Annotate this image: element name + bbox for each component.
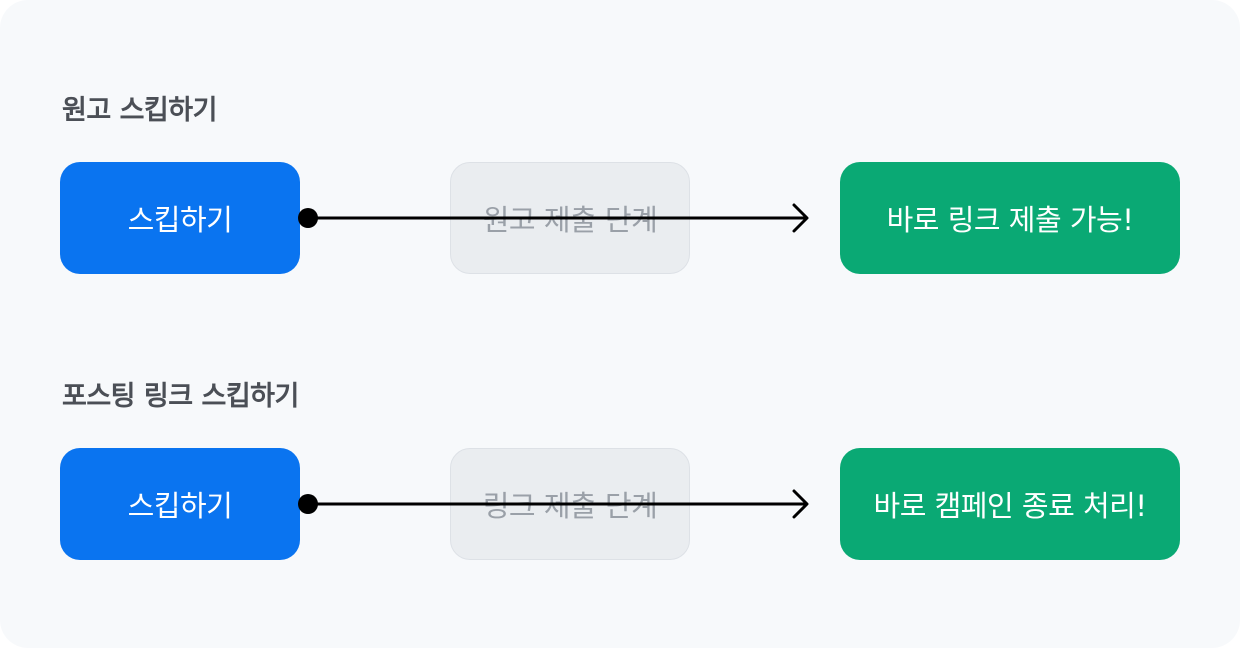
result-link-submit-available: 바로 링크 제출 가능!: [840, 162, 1180, 274]
arrow-head-icon: [792, 203, 809, 233]
result-label: 바로 링크 제출 가능!: [886, 203, 1134, 237]
skip-button-script[interactable]: 스킵하기: [60, 162, 300, 274]
result-campaign-end: 바로 캠페인 종료 처리!: [840, 448, 1180, 560]
section-title-link-skip: 포스팅 링크 스킵하기: [62, 381, 299, 412]
skipped-step-label: 원고 제출 단계: [482, 203, 658, 237]
skip-button-label: 스킵하기: [127, 203, 233, 237]
section-title-script-skip: 원고 스킵하기: [62, 95, 217, 126]
arrow-start-dot: [298, 494, 318, 514]
arrow-start-dot: [298, 208, 318, 228]
result-label: 바로 캠페인 종료 처리!: [873, 489, 1147, 523]
skipped-step-script-submission: 원고 제출 단계: [450, 162, 690, 274]
skip-button-link[interactable]: 스킵하기: [60, 448, 300, 560]
arrow-head-icon: [792, 489, 809, 519]
skipped-step-label: 링크 제출 단계: [482, 489, 658, 523]
skip-button-label: 스킵하기: [127, 489, 233, 523]
skipped-step-link-submission: 링크 제출 단계: [450, 448, 690, 560]
